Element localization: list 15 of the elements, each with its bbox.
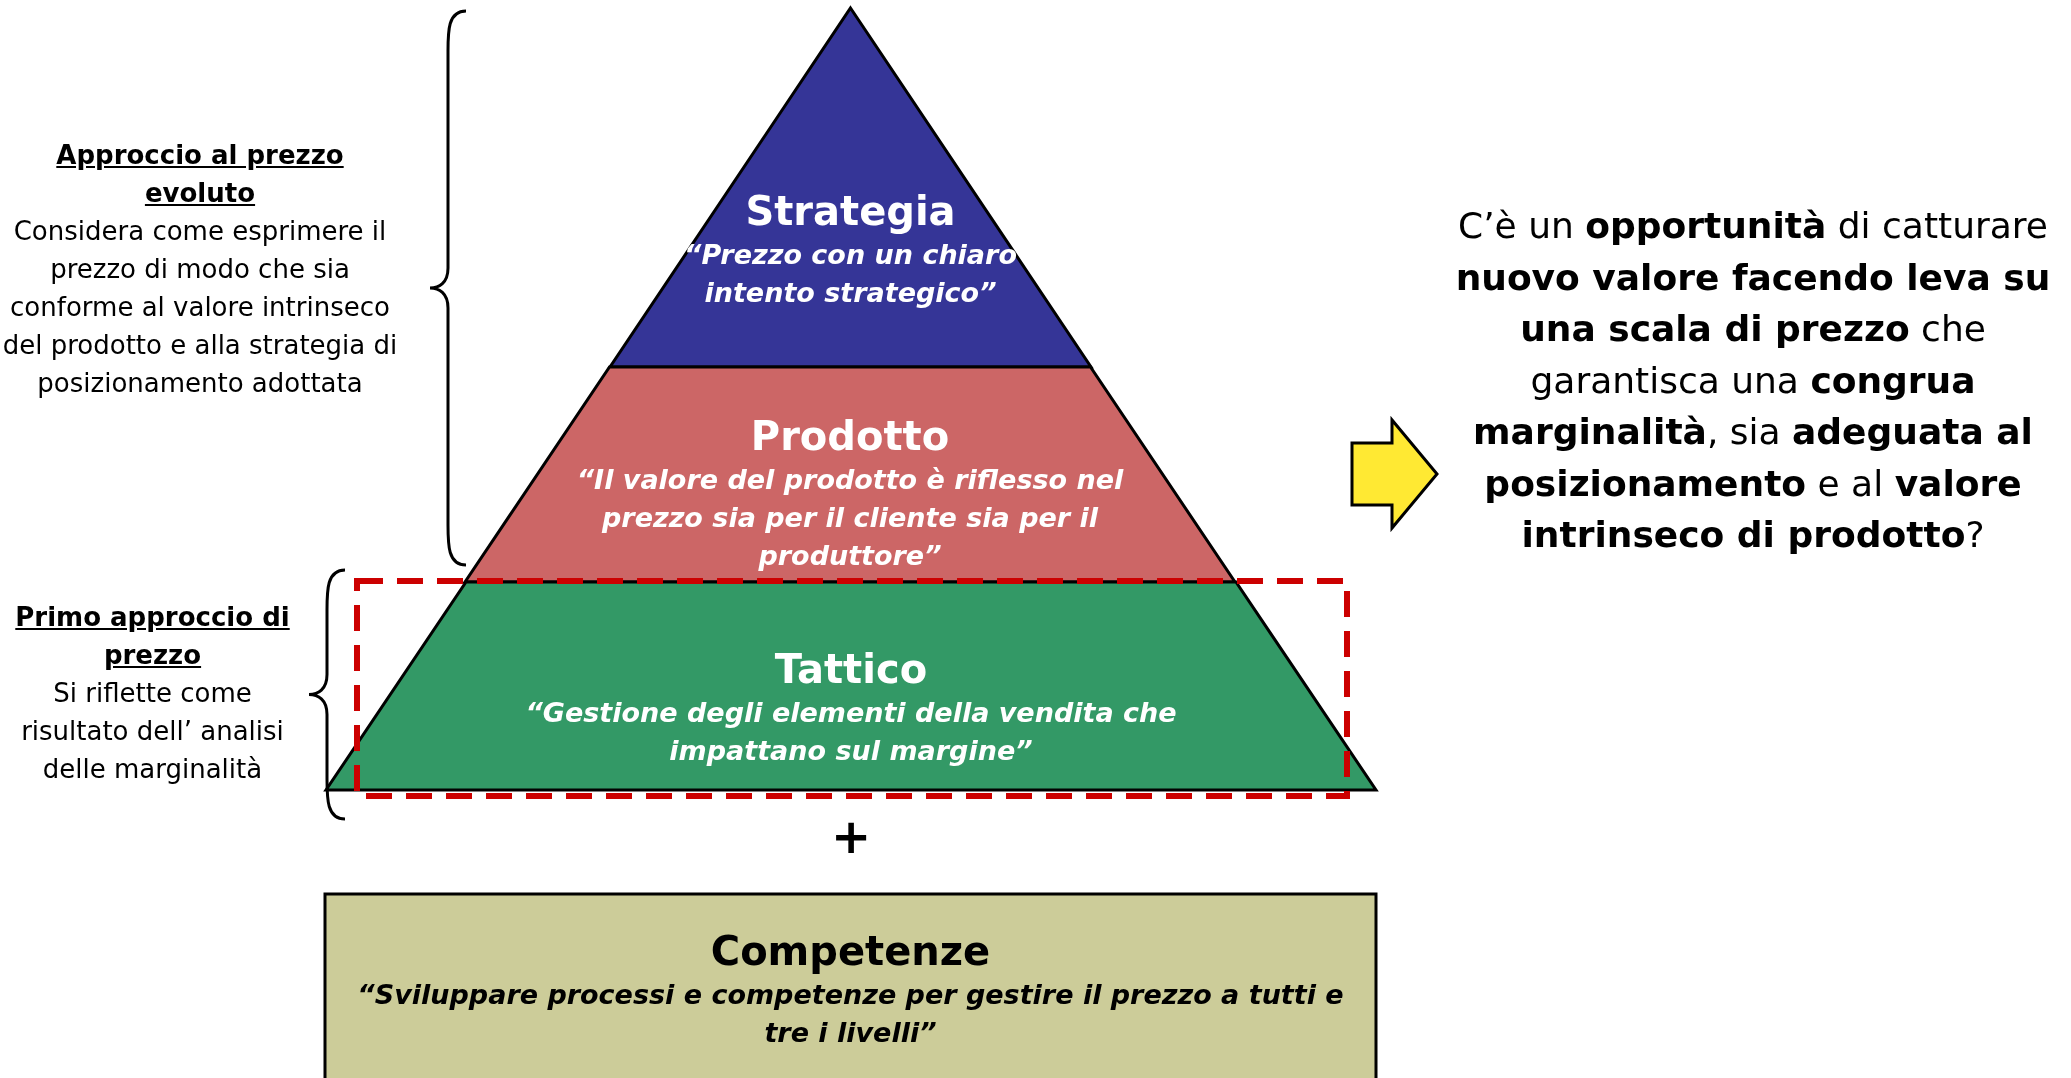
plus-sign: +: [829, 808, 873, 864]
level-title: Competenze: [709, 927, 992, 976]
level-quote: “Gestione degli elementi della vendita che impattano sul margine”: [524, 696, 1178, 768]
description-text: Si riflette come risultato dell’ analisi delle marginalità: [20, 677, 285, 786]
section-heading: Primo approccio di prezzo: [14, 601, 291, 672]
level-title: Tattico: [773, 645, 929, 694]
level-quote: “Sviluppare processi e competenze per gestire il prezzo a tutti e tre i livelli”: [356, 978, 1345, 1050]
level-quote: “Prezzo con un chiaro intento strategico”: [683, 238, 1018, 310]
section-heading: Approccio al prezzo evoluto: [55, 139, 345, 210]
description-text: Considera come esprimere il prezzo di modo che sia conforme al valore intrinseco del prodotto e alla strategia di posizionamento adottata: [1, 215, 399, 400]
level-quote: “Il valore del prodotto è riflesso nel prezzo sia per il cliente sia per il produttore”: [575, 463, 1125, 573]
question-text: C’è un opportunità di catturare nuovo valore facendo leva su una scala di prezzo che garantisca una congrua marginalità, sia adeguata al posizionamento e al valore intrinseco di prodotto?: [1454, 204, 2052, 557]
level-title: Strategia: [744, 187, 957, 236]
block-arrow: [1350, 415, 1439, 533]
level-title: Prodotto: [749, 412, 951, 461]
